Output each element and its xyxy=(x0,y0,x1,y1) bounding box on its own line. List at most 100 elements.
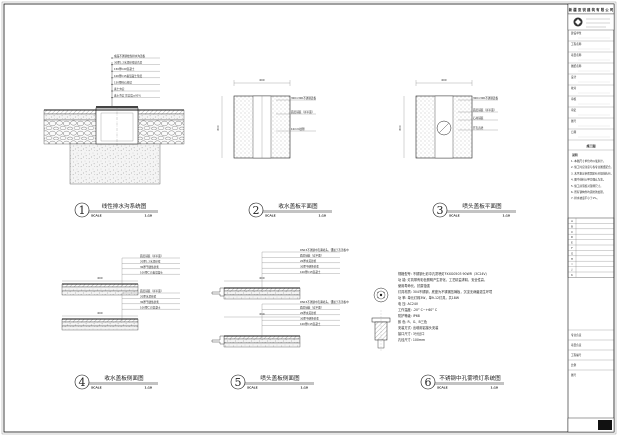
detail-6-spec: 规格型号: 不锈钢七彩中孔雾喷灯FXXG0503 90WR（3C24V）功 能:… xyxy=(398,271,493,342)
detail-1-callouts: 成品不锈钢线性排水沟盖板 30厚1:2水泥砂浆结合层 150厚C20混凝土 100厚C… xyxy=(111,54,160,110)
spec-line: 功 率: 单元灯珠3W，单9-12灯具，共18W xyxy=(398,295,460,300)
note-line: 1. 本图尺寸单位均以毫米计。 xyxy=(571,159,605,163)
detail-title: 线性排水沟系统图 xyxy=(102,202,147,210)
detail-number: 5 xyxy=(235,376,242,389)
detail-number: 6 xyxy=(425,376,432,389)
detail-1-callout: 100厚C15素混凝土垫层 xyxy=(114,74,143,78)
title-block-field-label: 日期 xyxy=(571,130,577,134)
detail-5-callout: DN15不锈钢中孔雾喷头，镶嵌于孔盖板中 xyxy=(300,300,349,304)
detail-4-dim-bottom: 600 xyxy=(98,311,103,315)
detail-4-callout: 30厚干硬性砂浆 xyxy=(140,265,159,269)
detail-3-callout: 300×300不锈钢盖板 xyxy=(473,96,498,100)
title-block-field-label: 工程名称 xyxy=(571,42,582,46)
note-line: 5. 施工前须核对现场尺寸。 xyxy=(571,184,603,188)
detail-3-dim-side: 600 xyxy=(398,125,402,130)
spec-line: 使用寿命长，抗腐蚀强 xyxy=(398,283,431,288)
detail-3-callout: 石材铺装 xyxy=(473,116,484,120)
detail-2-callout: 10mm缝隙 xyxy=(291,127,305,131)
detail-1-callout: 素土夯实 xyxy=(114,87,125,91)
title-block-field-label: 校对 xyxy=(571,86,577,90)
detail-number-circle xyxy=(74,202,90,218)
title-block-field-label: 建设单位 xyxy=(571,31,582,35)
detail-4-callout: 面层铺装（详平面） xyxy=(140,254,163,258)
spec-line: 工作温度: -20° C~+60° C xyxy=(398,307,438,312)
detail-5-callout: DN15不锈钢中孔雾喷头，镶嵌于孔盖板中 xyxy=(300,248,349,252)
scale-label: SCALE xyxy=(449,213,460,217)
detail-3-dim-top: 600 xyxy=(442,78,447,82)
revision-row-label: E xyxy=(571,241,573,245)
footer-row-label: 工程编号 xyxy=(571,353,582,357)
nozzle-pipe-bottom xyxy=(211,335,225,345)
title-block-field-label: 图号 xyxy=(571,119,577,123)
title-block-field-label: 项目名称 xyxy=(571,53,582,57)
spec-line: 防护等级: IP68 xyxy=(398,313,420,318)
revision-row-label: G xyxy=(571,251,573,255)
detail-3-callout: 开孔直径 xyxy=(473,126,484,130)
detail-4-dim-top: 600 xyxy=(98,276,103,280)
revision-row-label: I xyxy=(572,262,573,266)
sheet-number-box xyxy=(598,420,612,430)
detail-5-callout: 30厚干硬性砂浆 xyxy=(300,264,319,268)
scale-value: 1:10 xyxy=(145,213,152,217)
detail-5-callout: 20厚水泥砂浆 xyxy=(300,259,317,263)
note-line: 3. 未尽事宜参照国家有关规范执行。 xyxy=(571,171,613,175)
detail-number: 3 xyxy=(437,204,444,217)
detail-5: 600 600 DN15不锈钢中孔雾喷头，镶嵌于孔盖板中面层铺装（详平面）20厚… xyxy=(211,248,349,348)
detail-3-callout: 面层铺装（详平面） xyxy=(473,108,496,112)
detail-number-circle xyxy=(74,374,90,390)
detail-number: 4 xyxy=(79,376,86,389)
scale-label: SCALE xyxy=(247,385,258,389)
spec-line: 功 能: 灯具带有彩色照明产生雾化，工艺精益求精，安全性高， xyxy=(398,277,487,282)
scale-value: 1:10 xyxy=(503,213,510,217)
revision-row-label: K xyxy=(571,273,573,277)
detail-5-dim-top: 600 xyxy=(260,276,265,280)
detail-4-callout: 面层铺装（详平面） xyxy=(140,289,163,293)
spec-line: 颜 色: R、G、B三色 xyxy=(398,319,428,324)
note-line: 2. 施工时应注意与各专业图纸配合。 xyxy=(571,165,613,169)
spec-line: 孔径尺寸: 100mm xyxy=(398,337,425,342)
detail-4: 600 600 面层铺装（详平面）20厚1:2水泥砂浆30厚干硬性砂浆100厚C… xyxy=(61,254,180,331)
revision-row-label: J xyxy=(571,268,573,272)
footer-row-label: 图号 xyxy=(571,373,577,377)
sheet-label: 施工图 xyxy=(586,143,595,148)
detail-1-callout: 素土夯实 压实度≥93% xyxy=(114,94,141,98)
revision-row-label: F xyxy=(571,246,573,250)
note-line: 7. 排水坡度不小于1%。 xyxy=(571,196,599,200)
detail-4-callout: 100厚C15素混凝土 xyxy=(140,270,163,274)
detail-title: 收水盖板平面图 xyxy=(278,202,318,210)
footer-row-label: 比例 xyxy=(571,363,577,367)
detail-1-callout: 30厚1:2水泥砂浆结合层 xyxy=(114,61,143,65)
footer-row-label: 专业负责 xyxy=(571,333,582,337)
sheet-border xyxy=(3,3,615,433)
detail-4-callout: 20厚水泥砂浆 xyxy=(140,295,157,299)
revision-row-label: D xyxy=(571,235,573,239)
detail-1-callout: 150厚碎石垫层 xyxy=(114,80,132,84)
concrete-base xyxy=(69,143,161,185)
scale-label: SCALE xyxy=(265,213,276,217)
detail-number-circle xyxy=(230,374,246,390)
revision-row-label: B xyxy=(571,224,573,228)
paving-right xyxy=(137,109,185,115)
detail-1-callout: 成品不锈钢线性排水沟盖板 xyxy=(114,54,146,58)
detail-number-circle xyxy=(248,202,264,218)
title-block-field-label: 审核 xyxy=(571,97,577,101)
detail-title: 喷头盖板平面图 xyxy=(462,202,502,210)
detail-5-callout: 面层铺装（详平面） xyxy=(300,254,323,258)
detail-number-circle xyxy=(432,202,448,218)
detail-number: 1 xyxy=(79,204,86,217)
title-block-field-label: 审定 xyxy=(571,108,577,112)
spec-line: 安装方式: 出墙用铝接头安装 xyxy=(398,325,439,330)
note-line: 6. 所有钢构件均需防锈处理。 xyxy=(571,190,605,194)
detail-title: 不锈钢中孔雾喷灯系统图 xyxy=(439,374,501,382)
detail-1-callout: 150厚C20混凝土 xyxy=(114,67,135,71)
